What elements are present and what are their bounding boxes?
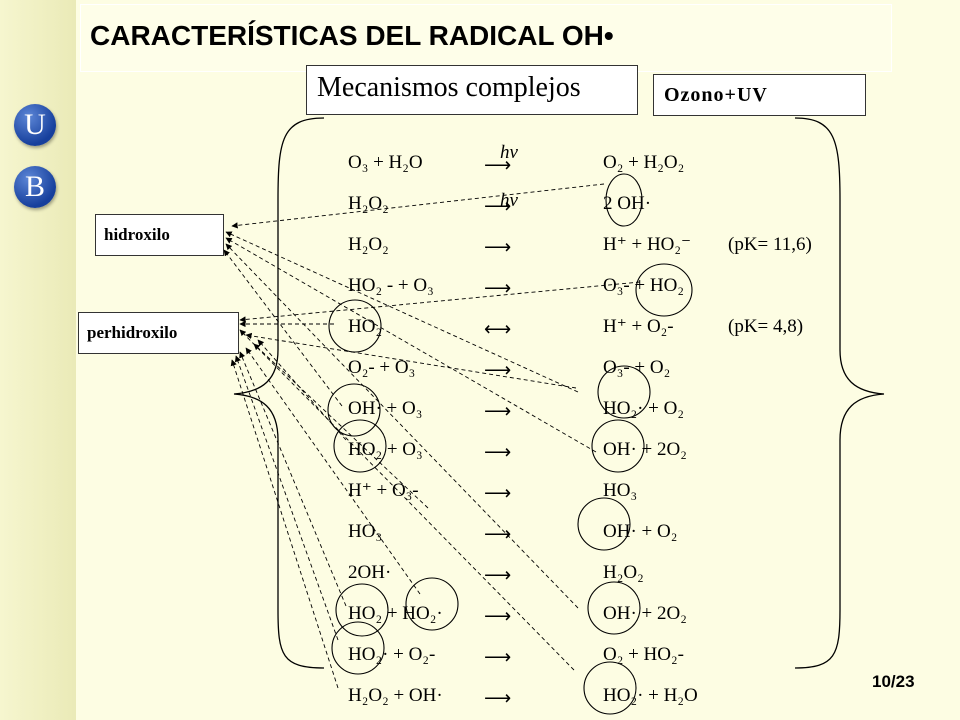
link-arrow — [225, 243, 579, 609]
reaction-products: HO₂· + H₂O — [603, 685, 698, 706]
reaction-products: O₃- + HO₂ — [603, 275, 684, 296]
title-frame — [80, 4, 892, 72]
reaction-products: O₃- + O₂ — [603, 357, 670, 378]
link-arrow — [225, 237, 597, 453]
reaction-row: H₂O₂ ⟶ 2 OH· — [348, 193, 651, 217]
link-arrow — [257, 339, 347, 441]
slide-title: CARACTERÍSTICAS DEL RADICAL OH• — [90, 20, 614, 51]
reaction-products: OH· + O₂ — [603, 521, 677, 542]
link-arrow — [239, 329, 575, 671]
link-arrow — [245, 347, 421, 595]
highlight-circle — [333, 419, 387, 473]
hv-label: hν — [500, 190, 519, 211]
highlight-circle — [331, 621, 385, 675]
reaction-products: OH· + 2O₂ — [603, 603, 687, 624]
reaction-arrow: ⟶ — [484, 606, 511, 627]
reaction-products: H⁺ + HO₂⁻ — [603, 234, 691, 255]
mecanismos-box: Mecanismos complejos — [306, 65, 638, 115]
highlight-circle — [405, 577, 459, 631]
highlight-circle — [597, 365, 651, 419]
link-arrow — [253, 343, 429, 509]
reaction-reactants: HO₃ — [348, 521, 382, 542]
hv-label: hν — [500, 142, 519, 163]
highlight-circle — [583, 661, 637, 715]
hidroxilo-label: hidroxilo — [95, 214, 224, 256]
reaction-row: HO₃ ⟶ OH· + O₂ — [348, 521, 677, 545]
reaction-row: HO₂· + O₂- ⟶ O₂ + HO₂- — [348, 644, 684, 668]
highlight-circle — [328, 299, 382, 353]
reaction-products: OH· + 2O₂ — [603, 439, 687, 460]
link-arrow — [231, 183, 605, 229]
reaction-row: H⁺ + O₃- ⟶ HO₃ — [348, 480, 637, 504]
reaction-reactants: OH· + O₃ — [348, 398, 422, 419]
reaction-arrow: ⟶ — [484, 401, 511, 422]
reaction-reactants: HO₂ - + O₃ — [348, 275, 434, 296]
reaction-products: 2 OH· — [603, 193, 651, 214]
reaction-arrow: ⟷ — [484, 319, 511, 340]
reaction-reactants: H₂O₂ — [348, 193, 389, 214]
reaction-products: O₂ + HO₂- — [603, 644, 684, 665]
reaction-reactants: HO₂ + O₃ — [348, 439, 423, 460]
reaction-row: H₂O₂ + OH· ⟶ HO₂· + H₂O — [348, 685, 698, 709]
reaction-reactants: O₂- + O₃ — [348, 357, 415, 378]
left-brace — [233, 117, 325, 669]
reaction-reactants: HO₂ + HO₂· — [348, 603, 443, 624]
ozono-uv-box: Ozono+UV — [653, 74, 866, 116]
reaction-products: O₂ + H₂O₂ — [603, 152, 684, 173]
reaction-arrow: ⟶ — [484, 524, 511, 545]
highlight-circle — [605, 173, 643, 227]
reaction-row: HO₂ ⟷ H⁺ + O₂- (pK= 4,8) — [348, 316, 803, 340]
reaction-row: HO₂ - + O₃ ⟶ O₃- + HO₂ — [348, 275, 684, 299]
link-arrow — [234, 355, 339, 641]
reaction-products: HO₂· + O₂ — [603, 398, 684, 419]
reaction-products: H₂O₂ — [603, 562, 644, 583]
reaction-arrow: ⟶ — [484, 647, 511, 668]
reaction-reactants: H₂O₂ — [348, 234, 389, 255]
highlight-circle — [335, 583, 389, 637]
reaction-row: O₃ + H₂O ⟶ O₂ + H₂O₂ — [348, 152, 684, 176]
page-number: 10/23 — [872, 672, 915, 691]
link-arrow — [230, 359, 339, 689]
reaction-arrow: ⟶ — [484, 155, 511, 176]
reaction-arrow: ⟶ — [484, 278, 511, 299]
reaction-reactants: HO₂ — [348, 316, 382, 337]
logo-b-badge: B — [14, 166, 56, 208]
reaction-arrow: ⟶ — [484, 565, 511, 586]
reaction-reactants: H⁺ + O₃- — [348, 480, 419, 501]
link-arrow — [239, 351, 347, 607]
reaction-arrow: ⟶ — [484, 360, 511, 381]
reaction-row: O₂- + O₃ ⟶ O₃- + O₂ — [348, 357, 670, 381]
highlight-circle — [635, 263, 693, 317]
reaction-arrow: ⟶ — [484, 196, 511, 217]
link-arrow — [239, 281, 641, 323]
reaction-pk-note: (pK= 4,8) — [728, 316, 803, 337]
highlight-circle — [327, 383, 381, 437]
perhidroxilo-label: perhidroxilo — [78, 312, 239, 354]
reaction-reactants: H₂O₂ + OH· — [348, 685, 443, 706]
reaction-row: HO₂ + HO₂· ⟶ OH· + 2O₂ — [348, 603, 687, 627]
reaction-products: HO₃ — [603, 480, 637, 501]
reaction-arrow: ⟶ — [484, 483, 511, 504]
logo-u-badge: U — [14, 104, 56, 146]
right-brace — [794, 117, 885, 669]
reaction-products: H⁺ + O₂- — [603, 316, 674, 337]
link-arrow — [223, 249, 343, 407]
sidebar-band: U B — [0, 0, 76, 720]
reaction-arrow: ⟶ — [484, 688, 511, 709]
highlight-circle — [591, 419, 645, 473]
reaction-arrow: ⟶ — [484, 442, 511, 463]
reaction-pk-note: (pK= 11,6) — [728, 234, 812, 255]
reaction-arrow: ⟶ — [484, 237, 511, 258]
reaction-row: H₂O₂ ⟶ H⁺ + HO₂⁻ (pK= 11,6) — [348, 234, 812, 258]
highlight-circle — [587, 581, 641, 635]
reaction-row: OH· + O₃ ⟶ HO₂· + O₂ — [348, 398, 684, 422]
reaction-reactants: HO₂· + O₂- — [348, 644, 435, 665]
reaction-reactants: 2OH· — [348, 562, 391, 583]
reaction-reactants: O₃ + H₂O — [348, 152, 423, 173]
highlight-circle — [577, 497, 631, 551]
reaction-row: HO₂ + O₃ ⟶ OH· + 2O₂ — [348, 439, 687, 463]
reaction-row: 2OH· ⟶ H₂O₂ — [348, 562, 644, 586]
link-arrow — [225, 231, 579, 393]
